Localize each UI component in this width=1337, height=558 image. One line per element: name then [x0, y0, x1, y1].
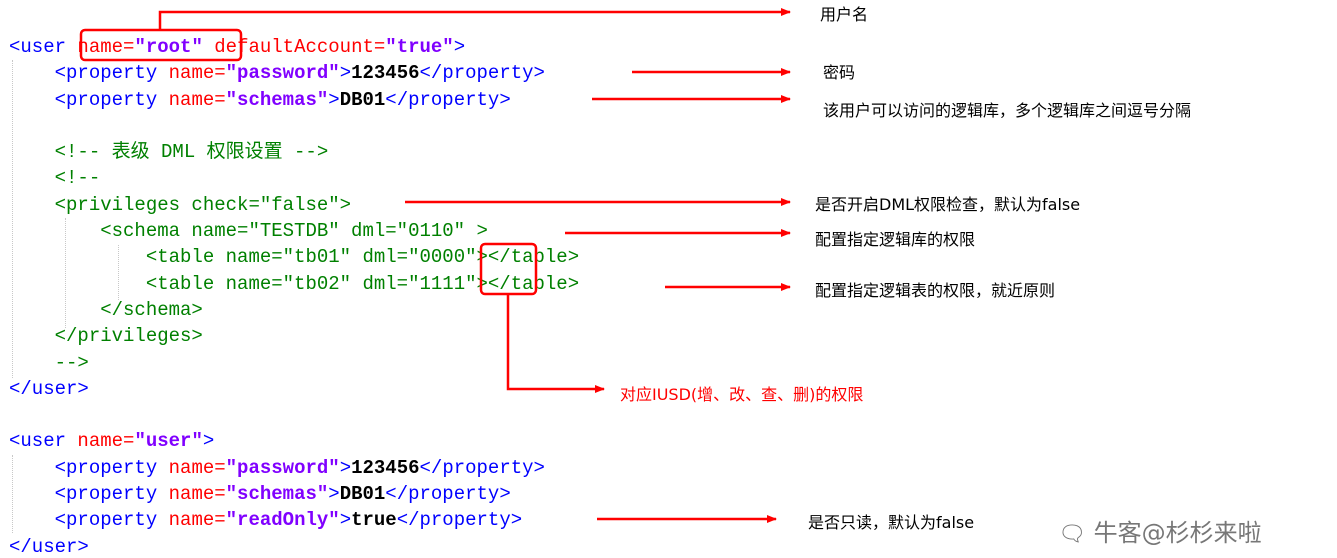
indent-guide: [12, 60, 13, 378]
code-line-comment-dml: <!-- 表级 DML 权限设置 -->: [54, 141, 329, 164]
code-line-schema-open: <schema name="TESTDB" dml="0110" >: [100, 220, 488, 243]
code-line-user-close: </user>: [9, 377, 89, 400]
chat-bubble-icon: 🗨: [1058, 522, 1086, 547]
code-line-schemas: <property name="schemas">DB01</property>: [54, 88, 511, 111]
code-line-comment-close: -->: [54, 351, 89, 374]
annotation-password: 密码: [823, 63, 856, 82]
code-line-privileges-open: <privileges check="false">: [54, 193, 352, 216]
highlight-box-dml: [479, 242, 538, 296]
arrow-username: [158, 8, 791, 30]
watermark: 🗨 牛客@杉杉来啦: [1058, 513, 1262, 548]
annotation-readonly: 是否只读，默认为false: [808, 513, 975, 532]
annotation-privileges-check: 是否开启DML权限检查，默认为false: [815, 195, 1081, 214]
indent-guide: [118, 245, 119, 300]
code-line-readonly: <property name="readOnly">true</property…: [54, 509, 523, 532]
annotation-username: 用户名: [820, 5, 869, 24]
annotation-schema-privilege: 配置指定逻辑库的权限: [815, 230, 976, 249]
indent-guide: [12, 455, 13, 533]
code-line-password: <property name="password">123456</proper…: [54, 456, 545, 479]
code-line-schema-close: </schema>: [100, 298, 203, 321]
code-line-privileges-close: </privileges>: [54, 325, 203, 348]
annotation-iusd: 对应IUSD(增、改、查、删)的权限: [620, 385, 864, 404]
indent-guide: [65, 218, 66, 328]
annotation-table-privilege: 配置指定逻辑表的权限，就近原则: [815, 281, 1056, 300]
code-line-user-close: </user>: [9, 535, 89, 558]
code-line-user-user: <user name="user">: [9, 430, 215, 453]
code-line-user-root: <user name="root" defaultAccount="true">: [9, 36, 466, 58]
arrow-iusd: [506, 294, 605, 393]
code-line-schemas: <property name="schemas">DB01</property>: [54, 483, 511, 506]
xml-code-listing: <user name="root" defaultAccount="true">…: [9, 34, 579, 558]
annotation-schemas: 该用户可以访问的逻辑库，多个逻辑库之间逗号分隔: [823, 101, 1192, 120]
code-line-comment-open: <!--: [54, 167, 101, 190]
code-line-table-tb01: <table name="tb01" dml="0000"></table>: [145, 246, 580, 269]
code-line-table-tb02: <table name="tb02" dml="1111"></table>: [145, 272, 580, 295]
highlight-box-root: [79, 28, 243, 62]
code-line-password: <property name="password">123456</proper…: [54, 62, 545, 85]
watermark-text: 牛客@杉杉来啦: [1093, 519, 1262, 547]
